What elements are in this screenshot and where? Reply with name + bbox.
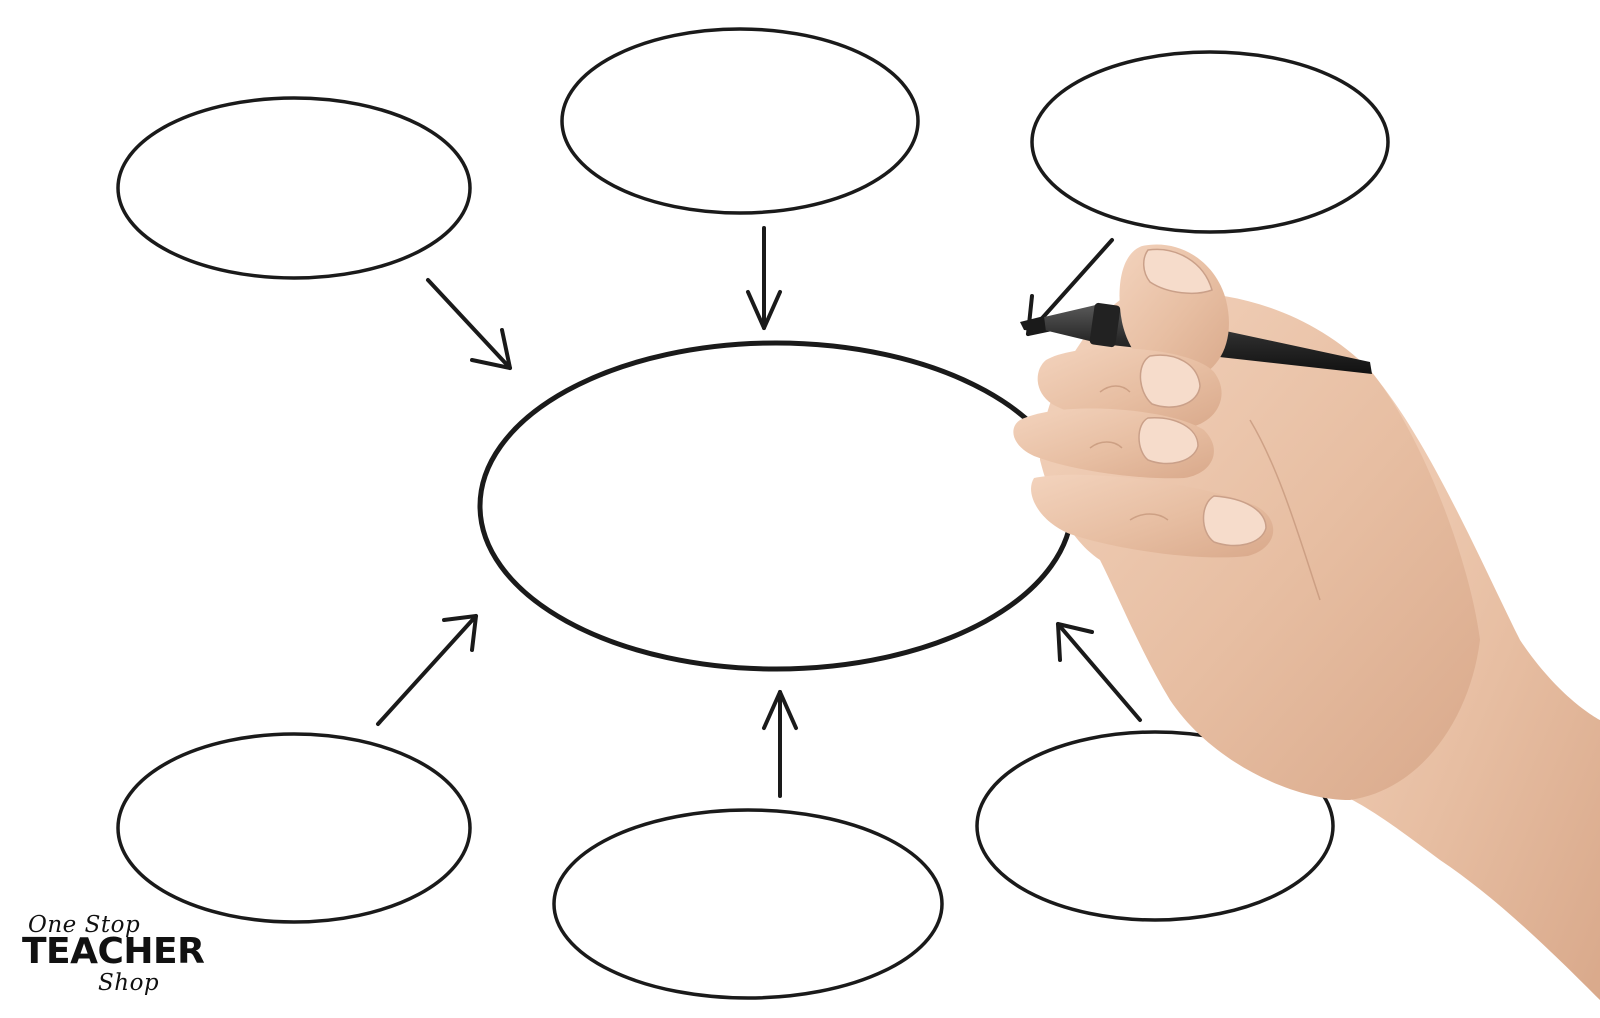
logo-line-shop: Shop [98,970,160,996]
hand-holding-marker [1013,244,1600,1000]
arrow-from-bottom-right [1056,622,1142,722]
node-bottom-right [975,730,1335,922]
one-stop-teacher-shop-logo: One Stop TEACHER Shop [22,912,205,1004]
arrow-from-top-center [746,226,782,330]
arrow-from-top-left [426,278,512,370]
node-central [477,340,1075,672]
node-bottom-left [116,732,472,924]
logo-line-teacher: TEACHER [22,931,205,972]
node-top-center [560,27,920,215]
arrow-from-bottom-center [762,690,798,798]
logo-line-one-stop: One Stop [28,912,141,938]
node-top-right [1030,50,1390,234]
node-top-left [116,96,472,280]
node-bottom-center [552,808,944,1000]
arrow-from-bottom-left [376,614,478,726]
